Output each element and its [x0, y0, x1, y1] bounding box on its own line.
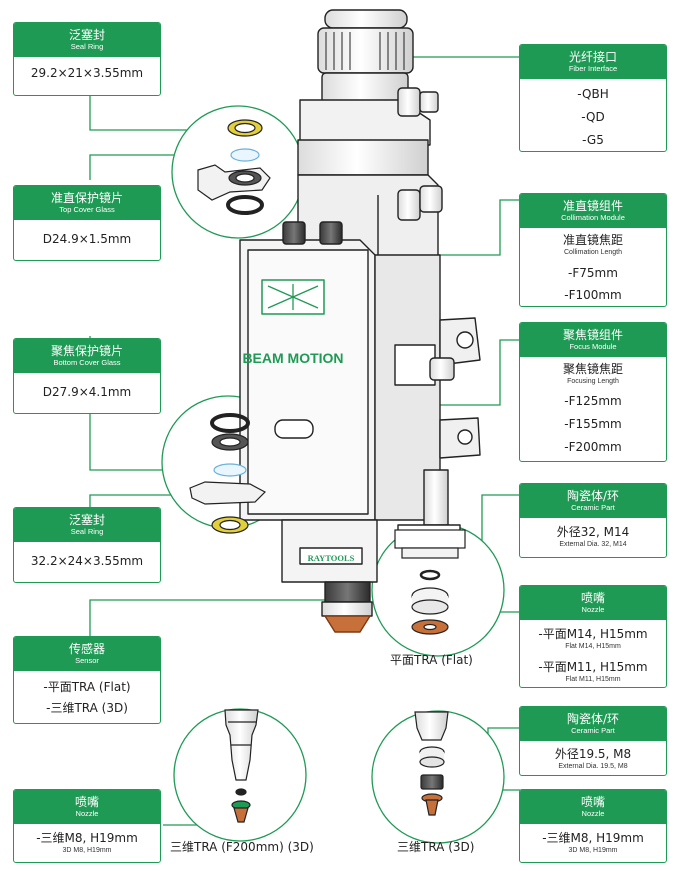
- nozzle-spec: -三维M8, H19mm: [542, 831, 644, 845]
- card-title: 喷嘴: [580, 591, 605, 605]
- ceramic-spec: 外径32, M14: [556, 525, 630, 539]
- sensor-option: -三维TRA (3D): [46, 701, 128, 715]
- nozzle-spec: -三维M8, H19mm: [36, 831, 138, 845]
- nozzle-spec-en: 3D M8, H19mm: [62, 847, 112, 854]
- nozzle-flat-spec: -平面M11, H15mm: [538, 660, 648, 674]
- detail-top-parts: [197, 119, 271, 215]
- card-title: 准直镜组件: [562, 199, 623, 213]
- card-subtitle: Nozzle: [581, 605, 605, 614]
- sensor-option: -平面TRA (Flat): [43, 680, 131, 694]
- focus-option: -F200mm: [564, 440, 622, 454]
- card-title: 喷嘴: [580, 795, 605, 809]
- caption-3d-tra: 三维TRA (3D): [397, 840, 475, 854]
- fiber-option: -G5: [582, 133, 604, 147]
- collimation-option: -F100mm: [564, 288, 622, 302]
- card-subtitle: Seal Ring: [70, 42, 104, 51]
- caption-flat-tra: 平面TRA (Flat): [390, 653, 473, 667]
- seal-ring-bottom-spec: 32.2×24×3.55mm: [30, 554, 144, 568]
- card-title: 喷嘴: [74, 795, 99, 809]
- fiber-option: -QBH: [577, 87, 609, 101]
- collimation-length-subtitle: Collimation Length: [564, 249, 622, 256]
- nozzle-flat-spec-en: Flat M11, H15mm: [565, 676, 621, 683]
- card-subtitle: Nozzle: [581, 809, 605, 818]
- detail-3d-parts: [414, 711, 449, 816]
- card-title: 准直保护镜片: [50, 191, 123, 205]
- detail-flat-parts: [394, 529, 466, 635]
- seal-ring-top-spec: 29.2×21×3.55mm: [30, 66, 144, 80]
- card-subtitle: Ceramic Part: [571, 726, 615, 735]
- card-title: 传感器: [68, 642, 105, 656]
- card-title: 陶瓷体/环: [566, 712, 620, 726]
- ceramic-spec-en: External Dia. 19.5, M8: [558, 763, 628, 770]
- focusing-length-title: 聚焦镜焦距: [562, 362, 623, 376]
- nozzle-flat-spec: -平面M14, H15mm: [538, 627, 648, 641]
- collimation-option: -F75mm: [568, 266, 618, 280]
- card-subtitle: Fiber Interface: [568, 64, 618, 73]
- top-cover-glass-spec: D24.9×1.5mm: [42, 232, 132, 246]
- card-title: 泛塞封: [68, 513, 105, 527]
- nozzle-flat-spec-en: Flat M14, H15mm: [565, 643, 621, 650]
- card-title: 聚焦保护镜片: [50, 344, 123, 358]
- card-subtitle: Ceramic Part: [571, 503, 615, 512]
- card-title: 泛塞封: [68, 28, 105, 42]
- focus-option: -F155mm: [564, 417, 622, 431]
- head-body: [239, 9, 481, 633]
- bottom-cover-glass-spec: D27.9×4.1mm: [42, 385, 132, 399]
- collimation-length-title: 准直镜焦距: [562, 233, 623, 247]
- nozzle-spec-en: 3D M8, H19mm: [568, 847, 618, 854]
- focus-option: -F125mm: [564, 394, 622, 408]
- card-subtitle: Nozzle: [75, 809, 99, 818]
- detail-mid-parts: [189, 413, 266, 534]
- card-title: 陶瓷体/环: [566, 489, 620, 503]
- card-subtitle: Top Cover Glass: [59, 205, 115, 214]
- fiber-option: -QD: [581, 110, 605, 124]
- card-title: 聚焦镜组件: [562, 328, 623, 342]
- ceramic-spec: 外径19.5, M8: [554, 747, 632, 761]
- card-subtitle: Bottom Cover Glass: [53, 358, 121, 367]
- card-subtitle: Seal Ring: [70, 527, 104, 536]
- brand-mark: BEAM MOTION: [242, 350, 343, 366]
- detail-3d-f200-parts: [224, 709, 259, 823]
- focusing-length-subtitle: Focusing Length: [567, 378, 619, 385]
- card-subtitle: Focus Module: [569, 342, 617, 351]
- caption-3d-f200-tra: 三维TRA (F200mm) (3D): [170, 840, 314, 854]
- maker-mark: RAYTOOLS: [308, 553, 355, 563]
- ceramic-spec-en: External Dia. 32, M14: [559, 541, 627, 548]
- card-subtitle: Collimation Module: [561, 213, 625, 222]
- card-subtitle: Sensor: [75, 656, 99, 665]
- card-title: 光纤接口: [568, 50, 617, 64]
